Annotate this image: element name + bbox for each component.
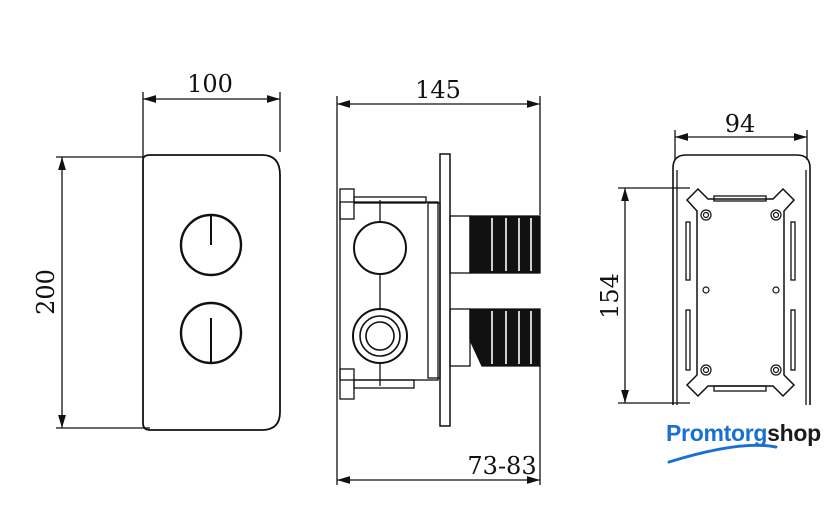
thread-bottom: [469, 308, 541, 367]
mounting-plate: [685, 187, 796, 398]
dim-front-width: 100: [187, 70, 233, 98]
dim-back-height: 154: [596, 273, 624, 319]
dim-back-width: 94: [725, 110, 756, 138]
flange-plate: [439, 153, 451, 427]
logo-swoosh: [667, 443, 778, 464]
promtorgshop-logo: Promtorgshop: [666, 420, 821, 447]
dim-side-depth: 145: [415, 76, 461, 104]
dim-install-depth: 73-83: [467, 452, 536, 480]
logo-text-dark: shop: [767, 420, 821, 446]
side-view: [336, 96, 541, 485]
back-view: [618, 130, 811, 405]
dim-front-height: 200: [32, 269, 60, 315]
front-plate: [142, 154, 281, 431]
thread-top: [469, 215, 541, 274]
logo-text-blue: Promtorg: [666, 420, 768, 446]
back-housing: [672, 154, 811, 405]
top-knob: [179, 213, 243, 277]
front-view: [56, 92, 281, 431]
bottom-knob: [179, 301, 243, 365]
